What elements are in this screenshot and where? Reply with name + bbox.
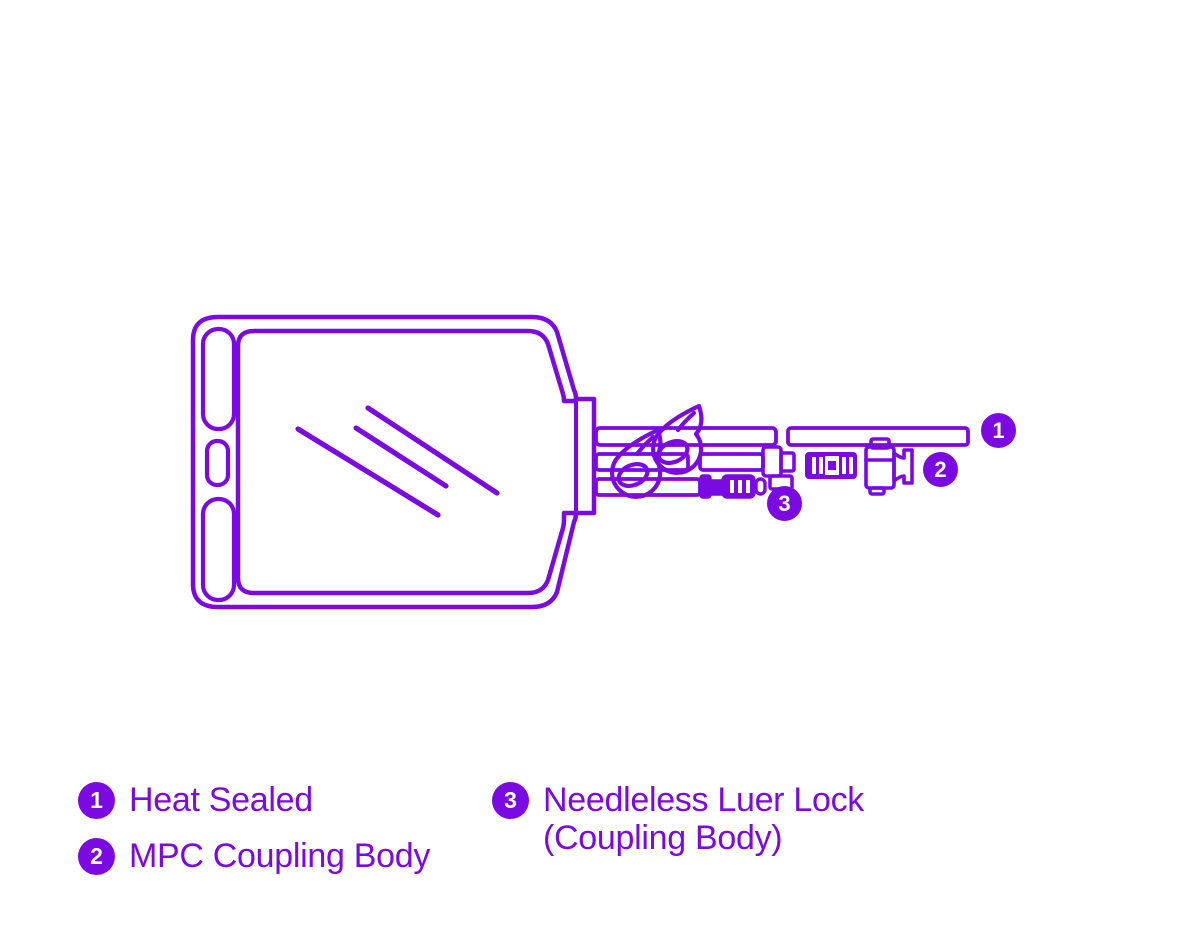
- tubing-line-icon: [594, 452, 690, 472]
- heat-sealed-tube-icon: [786, 426, 970, 447]
- callout-number: 1: [992, 417, 1005, 443]
- legend-badge-3: 3: [492, 782, 529, 819]
- legend-label-line: (Coupling Body): [543, 819, 783, 857]
- callout-badge-1: 1: [981, 413, 1016, 448]
- ribbed-connector-icon: [699, 474, 767, 499]
- pinch-clamp-icon: [610, 427, 663, 499]
- needleless-luer-lock-icon: [761, 445, 796, 491]
- legend-badge-number: 2: [90, 843, 103, 869]
- legend-label-line: Heat Sealed: [129, 781, 313, 819]
- outlet-port-plate-icon: [574, 397, 596, 515]
- tubing-lines: [594, 426, 970, 497]
- legend-label-line: Needleless Luer Lock: [543, 781, 864, 819]
- legend-badge-2: 2: [78, 838, 115, 875]
- mpc-coupling-body-icon: [864, 437, 914, 496]
- glare-lines-icon: [295, 405, 500, 518]
- hanger-slot-icon: [200, 496, 237, 603]
- tubing-line-icon: [698, 452, 765, 472]
- callout-number: 2: [934, 456, 947, 482]
- legend-item-mpc-coupling-body: 2 MPC Coupling Body: [78, 837, 430, 875]
- legend-item-heat-sealed: 1 Heat Sealed: [78, 781, 313, 819]
- legend-label: MPC Coupling Body: [129, 837, 430, 875]
- hanger-slot-icon: [200, 326, 237, 432]
- legend-badge-number: 1: [90, 787, 103, 813]
- callout-badge-2: 2: [923, 452, 958, 487]
- callout-number: 3: [778, 490, 791, 516]
- pinch-clamp-icon: [651, 403, 704, 475]
- hanger-hole-icon: [204, 438, 231, 488]
- ribbed-coupling-icon: [805, 452, 857, 479]
- hanger-slots: [200, 326, 237, 603]
- legend-item-needleless-luer-lock: 3 Needleless Luer Lock (Coupling Body): [492, 781, 864, 857]
- legend-badge-number: 3: [504, 787, 517, 813]
- legend-label: Heat Sealed: [129, 781, 313, 819]
- legend-label-line: MPC Coupling Body: [129, 837, 431, 875]
- fluid-bag-icon: [190, 314, 597, 610]
- legend-label: Needleless Luer Lock (Coupling Body): [543, 781, 864, 857]
- callout-badge-3: 3: [767, 486, 802, 521]
- legend-badge-1: 1: [78, 782, 115, 819]
